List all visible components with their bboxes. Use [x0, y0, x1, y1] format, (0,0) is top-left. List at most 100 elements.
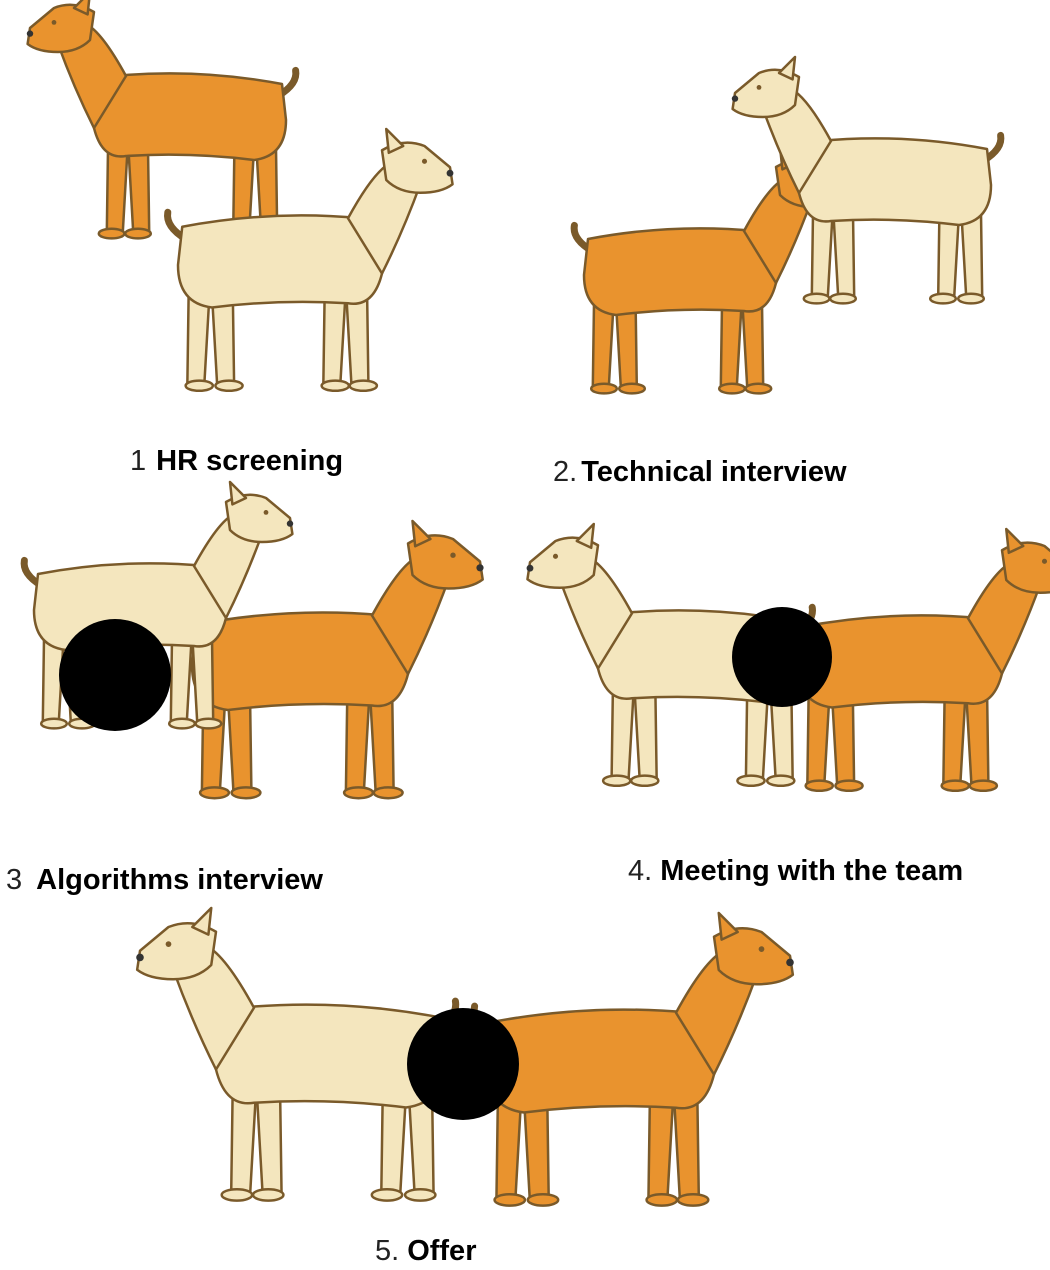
dog-paw: [601, 774, 632, 788]
dog-nose: [26, 30, 34, 37]
dog-ear: [777, 55, 797, 81]
dog-ear: [228, 480, 248, 506]
dogs-layer: [20, 0, 1050, 1207]
dog-paw: [765, 774, 796, 788]
stage-caption-3: 3 Algorithms interview: [6, 864, 323, 896]
dog-eye: [1041, 558, 1048, 564]
dog-paw: [589, 382, 619, 395]
stage-caption-4: 4.Meeting with the team: [628, 855, 963, 887]
svg-text:5.Offer: 5.Offer: [375, 1235, 476, 1267]
dog-cream: [135, 906, 460, 1202]
stage-label: Algorithms interview: [36, 864, 323, 896]
dog-orange: [177, 519, 484, 800]
dog-paw: [828, 292, 858, 305]
stage-label: HR screening: [156, 445, 343, 477]
dog-ear: [575, 522, 595, 550]
dog-cream: [164, 127, 454, 393]
dog-paw: [251, 1187, 285, 1202]
dog-head: [26, 3, 96, 54]
stage-caption-5: 5.Offer: [375, 1235, 476, 1267]
dog-head: [712, 926, 795, 986]
dog-ear: [1005, 527, 1025, 555]
dog-ear: [190, 906, 213, 936]
dog-body: [796, 614, 1004, 709]
stage-number: 4.: [628, 855, 652, 887]
stage-number: 5.: [375, 1235, 399, 1267]
dog-body: [484, 1008, 716, 1114]
dog-paw: [220, 1187, 254, 1202]
dog-head: [1000, 541, 1050, 594]
dog-eye: [758, 946, 765, 952]
dog-ear: [72, 0, 91, 16]
dog-head: [380, 141, 454, 194]
dog-paw: [493, 1192, 527, 1207]
dog-paw: [167, 717, 197, 730]
dog-head: [135, 921, 218, 981]
stage-number: 2.: [553, 456, 577, 488]
dog-body: [214, 1003, 446, 1109]
dog-orange: [784, 527, 1050, 793]
dog-paw: [617, 382, 647, 395]
dog-paw: [123, 227, 153, 240]
dog-eye: [165, 941, 172, 947]
dog-paw: [676, 1192, 710, 1207]
stage-label: Meeting with the team: [660, 855, 963, 887]
dog-paw: [198, 786, 231, 800]
dog-cream: [731, 55, 1005, 305]
dog-eye: [756, 85, 762, 90]
censor-circle: [59, 619, 171, 731]
dog-paw: [184, 379, 215, 393]
dog-body: [190, 611, 410, 712]
dog-eye: [51, 19, 57, 25]
dog-paw: [802, 292, 831, 305]
dog-paw: [348, 379, 379, 393]
dog-orange: [470, 911, 795, 1207]
stage-label: Technical interview: [581, 456, 847, 488]
dog-paw: [194, 717, 223, 730]
stage-number: 3: [6, 864, 22, 896]
dog-head: [406, 534, 484, 590]
dog-orange: [26, 0, 300, 240]
dog-nose: [731, 95, 739, 102]
stage-label: Offer: [407, 1235, 476, 1267]
dog-nose: [446, 169, 454, 177]
dog-paw: [403, 1187, 437, 1202]
dog-ear: [411, 519, 432, 548]
stage-caption-2: 2.Technical interview: [553, 456, 847, 488]
dog-nose: [476, 564, 484, 572]
dog-head: [731, 68, 801, 119]
dog-eye: [450, 552, 456, 558]
dog-nose: [786, 958, 794, 967]
dog-paw: [968, 779, 999, 793]
dog-ear: [385, 127, 405, 155]
dog-body: [92, 72, 288, 162]
censor-layer: [59, 607, 832, 1120]
dog-paw: [744, 382, 773, 395]
dog-paw: [834, 779, 864, 793]
dog-body: [797, 137, 993, 227]
dog-nose: [526, 564, 534, 572]
dog-paw: [526, 1192, 560, 1207]
dog-paw: [928, 292, 958, 305]
dog-head: [526, 536, 600, 589]
dog-paw: [370, 1187, 404, 1202]
svg-text:1HR screening: 1HR screening: [130, 445, 343, 477]
dog-ear: [717, 911, 740, 941]
svg-text:4.Meeting with the team: 4.Meeting with the team: [628, 855, 963, 887]
dog-nose: [136, 953, 144, 962]
dog-paw: [342, 786, 375, 800]
dog-paw: [320, 379, 351, 393]
dog-paw: [230, 786, 262, 800]
censor-circle: [732, 607, 832, 707]
dog-nose: [286, 520, 294, 527]
dog-paw: [736, 774, 766, 788]
dog-paw: [372, 786, 404, 800]
svg-text:2.Technical interview: 2.Technical interview: [553, 456, 847, 488]
dog-body: [176, 214, 384, 309]
dog-paw: [717, 382, 747, 395]
dog-body: [582, 227, 778, 317]
